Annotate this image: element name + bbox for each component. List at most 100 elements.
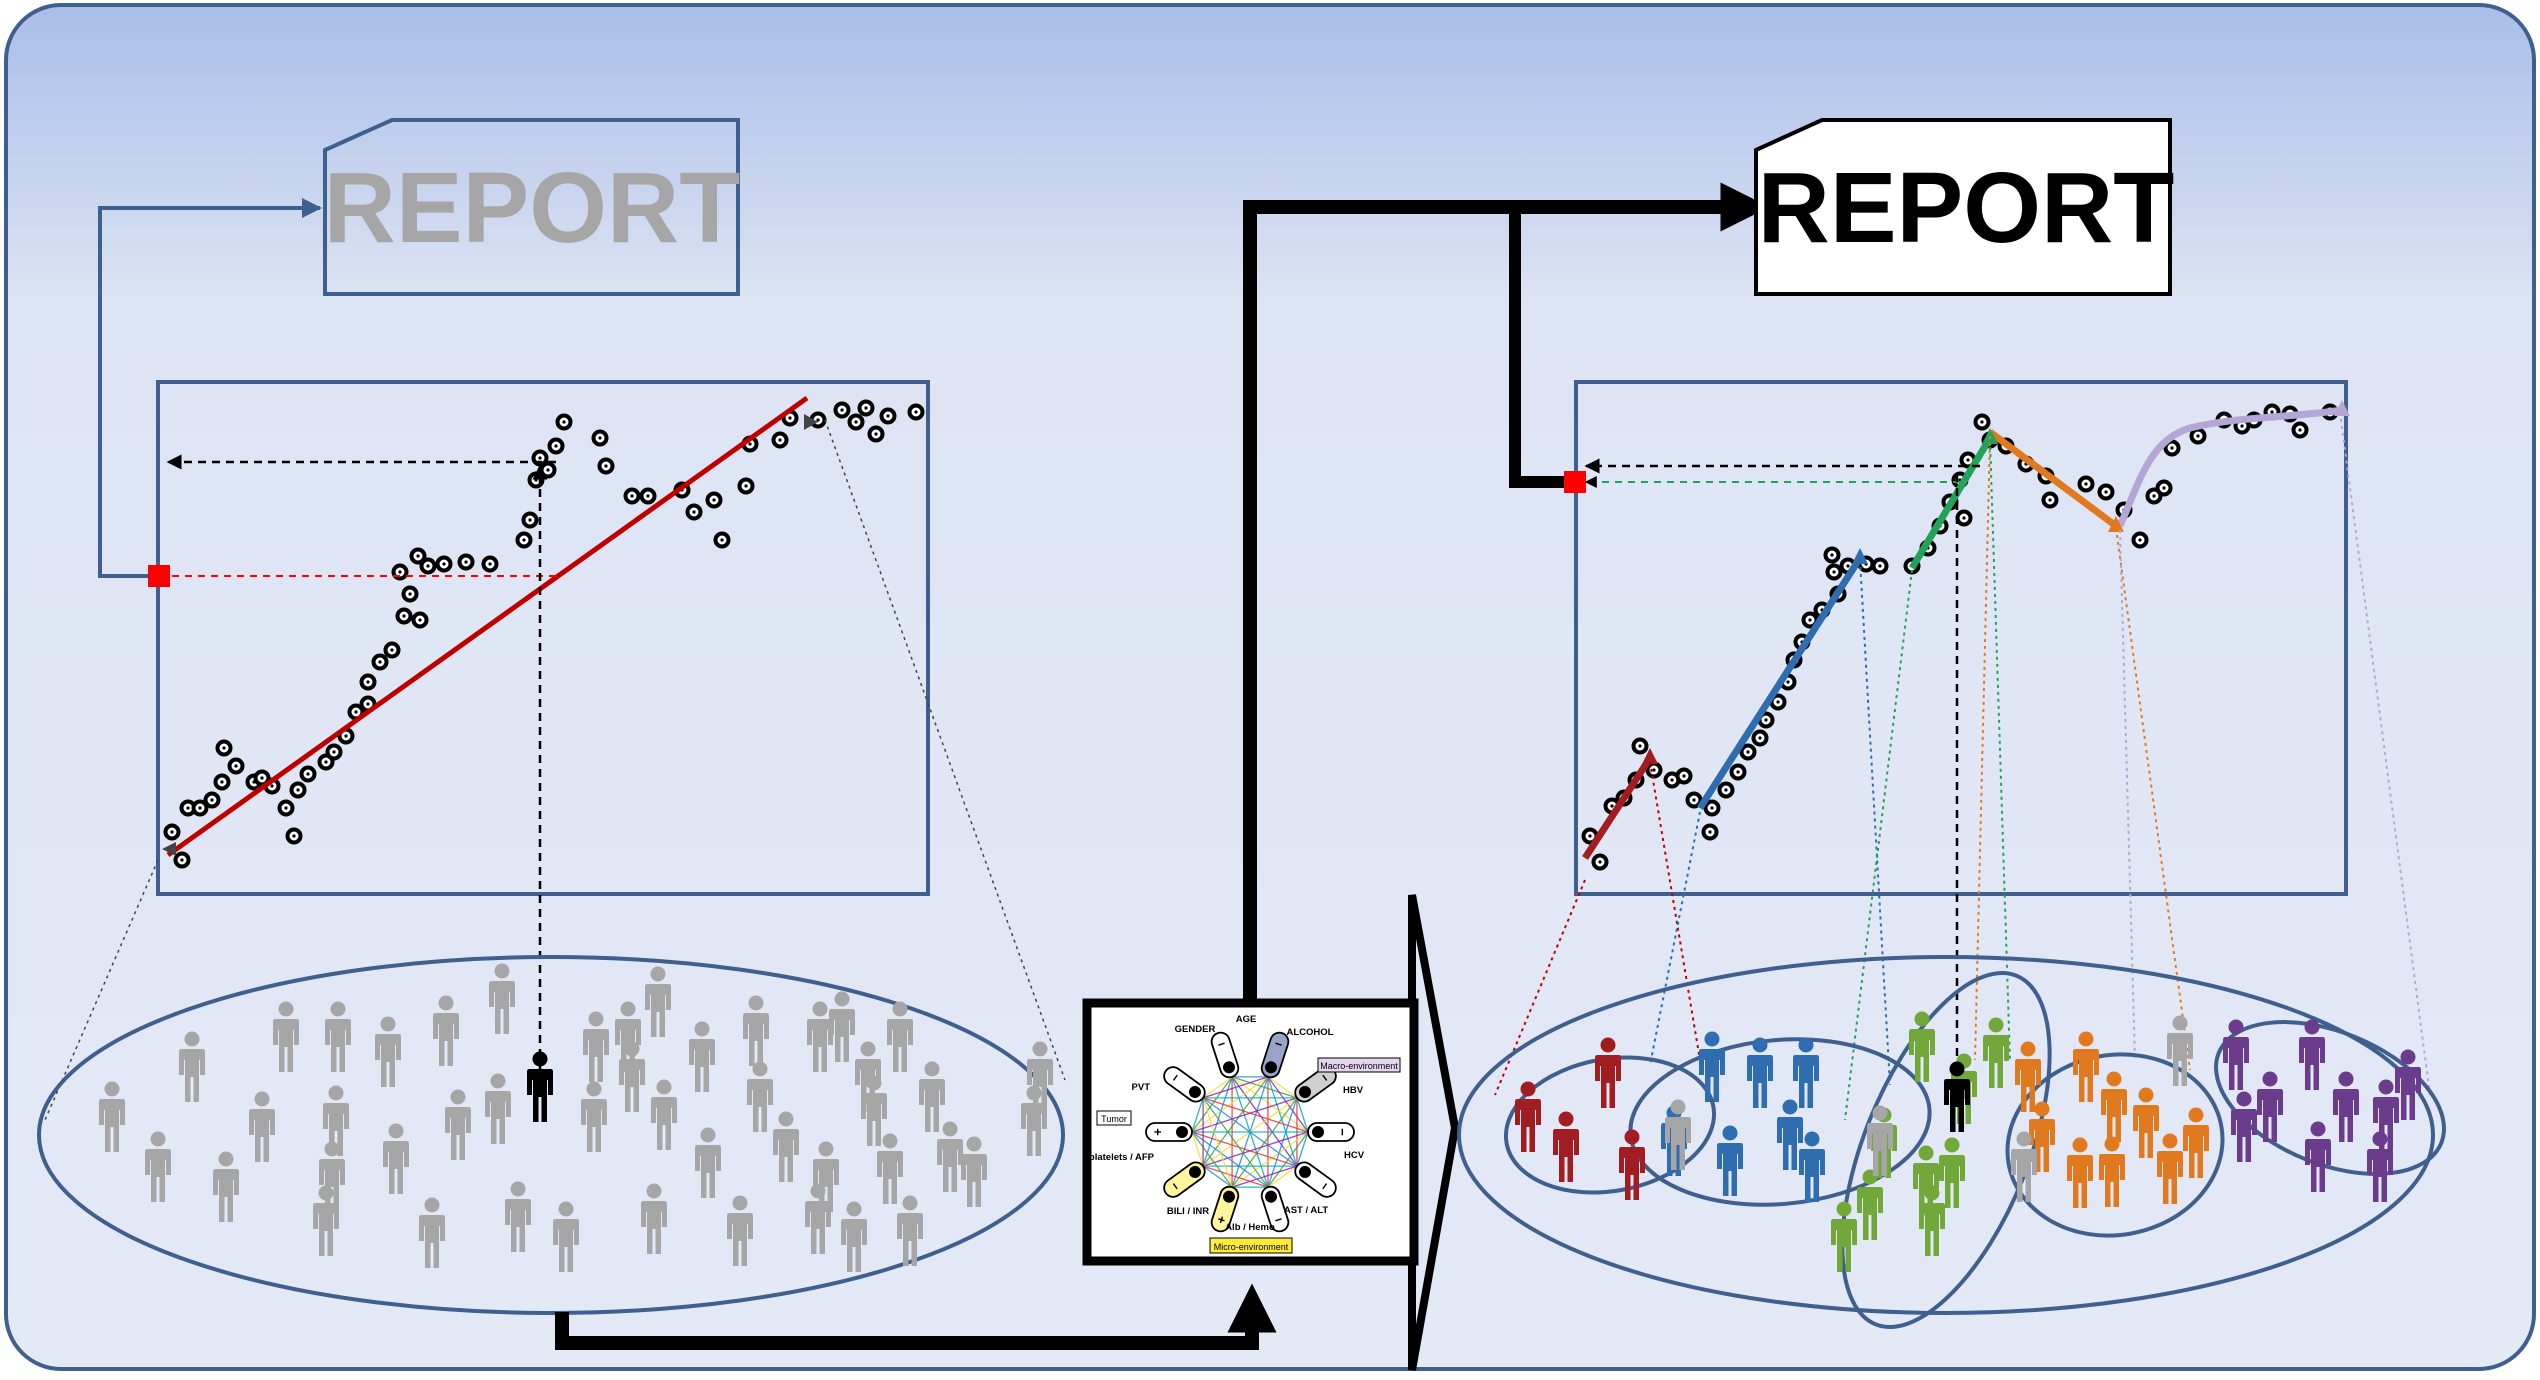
person-icon	[1831, 1201, 1857, 1272]
data-point	[371, 653, 389, 671]
person-icon	[805, 1183, 831, 1254]
person-icon	[2299, 1019, 2325, 1090]
data-point	[359, 673, 377, 691]
data-point	[173, 851, 191, 869]
person-icon	[2099, 1136, 2125, 1207]
data-point	[685, 503, 703, 521]
person-icon	[1867, 1105, 1893, 1176]
person-icon	[727, 1195, 753, 1266]
left-end-triangle	[804, 414, 818, 430]
data-point	[227, 757, 245, 775]
person-icon	[213, 1151, 239, 1222]
left-chart-frame	[156, 380, 930, 896]
person-icon	[829, 991, 855, 1062]
network-node-label: PVT	[1132, 1082, 1151, 1093]
data-point	[1717, 781, 1735, 799]
network-node-label: AGE	[1236, 1014, 1257, 1025]
data-point	[2163, 439, 2181, 457]
data-point	[639, 487, 657, 505]
network-edge	[1191, 1131, 1233, 1188]
data-point	[771, 431, 789, 449]
projection-line	[1844, 569, 1913, 1121]
left-funnel-line-right	[824, 419, 1066, 1081]
data-point	[879, 407, 897, 425]
data-point	[1825, 563, 1843, 581]
left-report-label: REPORT	[324, 152, 741, 264]
person-icon	[1983, 1017, 2009, 1088]
data-point	[847, 413, 865, 431]
person-icon	[1944, 1061, 1970, 1132]
data-point	[1729, 763, 1747, 781]
network-node: −	[1307, 1122, 1355, 1142]
person-icon	[1939, 1137, 1965, 1208]
person-icon	[2067, 1137, 2093, 1208]
right-population	[1515, 1011, 2421, 1272]
trend-segment	[2116, 406, 2343, 528]
person-icon	[961, 1136, 987, 1207]
network-node-label: ALCOHOL	[1287, 1027, 1334, 1038]
person-icon	[249, 1091, 275, 1162]
person-icon	[747, 1061, 773, 1132]
data-point	[705, 491, 723, 509]
person-icon	[2015, 1041, 2041, 1112]
network-node-label: platelets / AFP	[1089, 1152, 1155, 1163]
data-point	[215, 739, 233, 757]
data-point	[395, 607, 413, 625]
person-icon	[505, 1181, 531, 1252]
data-point	[2145, 487, 2163, 505]
person-icon	[489, 963, 515, 1034]
person-icon	[1919, 1185, 1945, 1256]
data-point	[857, 399, 875, 417]
network-node-sign: −	[1335, 1128, 1350, 1136]
data-point	[411, 611, 429, 629]
network-node-label: HCV	[1344, 1150, 1365, 1161]
report-to-marker-connector	[1509, 207, 1575, 488]
data-point	[1955, 509, 1973, 527]
person-icon	[1747, 1037, 1773, 1108]
network-node: −	[1163, 1066, 1206, 1103]
person-icon	[807, 1001, 833, 1072]
network-node: −	[1260, 1031, 1290, 1079]
data-point	[1685, 791, 1703, 809]
data-point	[1751, 729, 1769, 747]
data-point	[191, 799, 209, 817]
person-icon	[2395, 1049, 2421, 1120]
data-point	[2041, 491, 2059, 509]
person-icon	[419, 1197, 445, 1268]
left-population	[99, 963, 1053, 1272]
data-point	[1675, 767, 1693, 785]
network-edge	[1191, 1097, 1204, 1133]
person-icon	[325, 1001, 351, 1072]
left-start-triangle	[162, 842, 176, 856]
person-icon	[919, 1061, 945, 1132]
person-icon	[583, 1011, 609, 1082]
person-icon	[1665, 1099, 1691, 1170]
left-feedback-connector	[98, 198, 322, 578]
data-point	[2077, 475, 2095, 493]
micro-environment-tag: Micro-environment	[1209, 1237, 1293, 1254]
left-red-marker	[148, 565, 170, 587]
person-icon	[313, 1185, 339, 1256]
person-icon	[2011, 1131, 2037, 1202]
clinical-network: −GENDER−AGE−ALCOHOL−HBV−HCV−AST / ALT+Al…	[1089, 1014, 1401, 1254]
person-icon	[1799, 1131, 1825, 1202]
person-icon	[641, 1183, 667, 1254]
person-icon	[553, 1201, 579, 1272]
right-report-label: REPORT	[1758, 152, 2175, 264]
person-icon	[2157, 1133, 2183, 1204]
data-point	[419, 557, 437, 575]
data-point	[409, 547, 427, 565]
person-icon	[445, 1089, 471, 1160]
data-point	[1871, 557, 1889, 575]
network-edge	[1231, 1165, 1298, 1188]
network-node: +	[1210, 1185, 1240, 1233]
trend-segment	[1582, 756, 1653, 860]
person-icon	[615, 1001, 641, 1072]
network-edge	[1231, 1076, 1309, 1133]
network-edge	[1267, 1165, 1298, 1188]
svg-text:Macro-environment: Macro-environment	[1320, 1061, 1398, 1071]
network-to-report-connector	[1243, 182, 1770, 1003]
person-icon	[897, 1195, 923, 1266]
